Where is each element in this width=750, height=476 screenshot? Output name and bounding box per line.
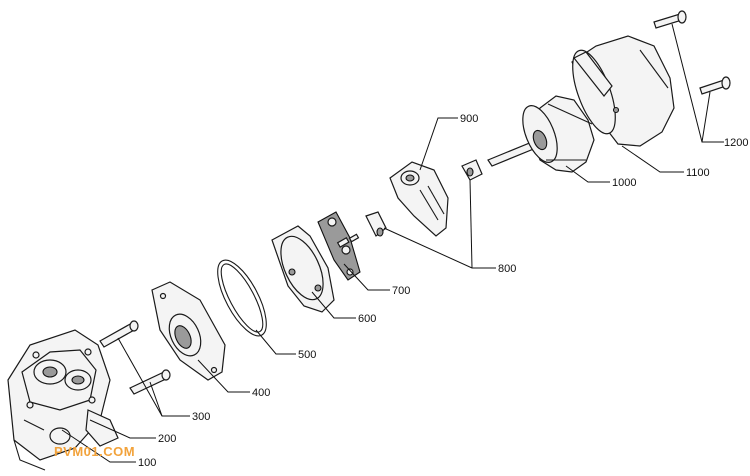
label-500: 500 bbox=[298, 349, 316, 361]
valve-plate-assembly bbox=[317, 211, 361, 281]
label-700: 700 bbox=[392, 285, 410, 297]
label-1000: 1000 bbox=[612, 177, 636, 189]
pump-head-housing bbox=[7, 329, 119, 471]
label-200: 200 bbox=[158, 433, 176, 445]
label-300: 300 bbox=[192, 411, 210, 423]
label-100: 100 bbox=[138, 457, 156, 469]
o-ring-seal bbox=[217, 259, 267, 337]
label-900: 900 bbox=[460, 113, 478, 125]
motor-housing-cover bbox=[571, 35, 675, 147]
cam-wobble-plate bbox=[389, 161, 449, 237]
motor-with-shaft bbox=[487, 95, 595, 173]
label-400: 400 bbox=[252, 387, 270, 399]
diaphragm-base-plate bbox=[151, 281, 226, 381]
eccentric-blocks bbox=[365, 159, 483, 237]
watermark-text: PVM01.COM bbox=[54, 444, 135, 459]
label-1200: 1200 bbox=[724, 137, 748, 149]
leader-lines bbox=[61, 23, 724, 463]
label-800: 800 bbox=[498, 263, 516, 275]
label-1100: 1100 bbox=[686, 167, 710, 179]
screw-pair-300 bbox=[99, 320, 171, 395]
piston-disc bbox=[271, 225, 335, 313]
label-600: 600 bbox=[358, 313, 376, 325]
long-bolts-1200 bbox=[653, 10, 731, 95]
